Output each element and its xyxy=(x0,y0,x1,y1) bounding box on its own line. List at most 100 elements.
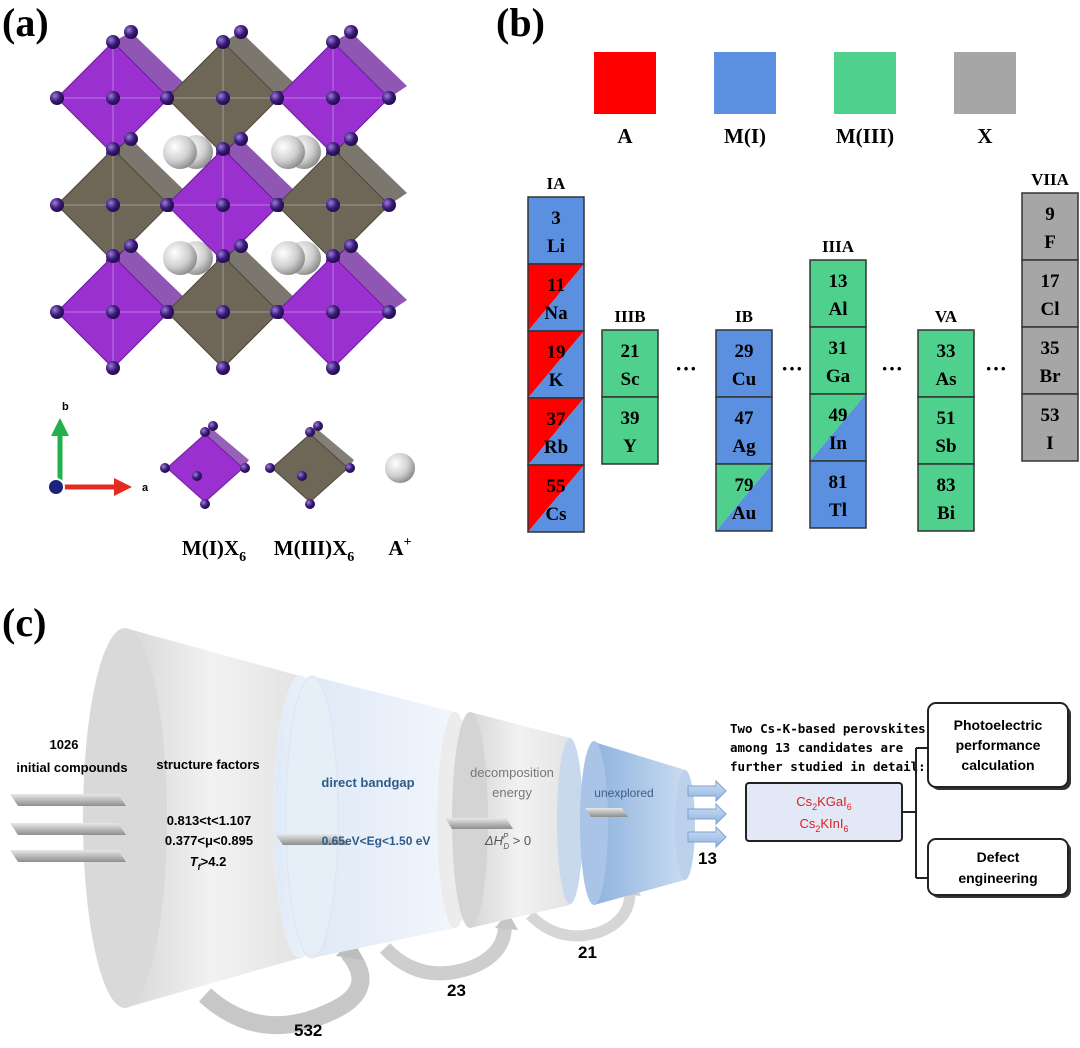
element-number: 11 xyxy=(547,275,565,296)
x-anion-atom xyxy=(50,305,64,319)
x-anion-atom xyxy=(270,198,284,212)
filter-stage-unexplored xyxy=(580,741,695,905)
summary-line-2: among 13 candidates are xyxy=(730,740,904,755)
box-photoelectric: Photoelectric performance calculation xyxy=(927,702,1071,790)
x-anion-atom xyxy=(106,91,120,105)
swatch-label: X xyxy=(977,124,992,148)
x-anion-atom xyxy=(326,198,340,212)
x-anion-atom xyxy=(270,91,284,105)
element-i: 53I xyxy=(1021,393,1079,462)
legend-a-sphere xyxy=(385,453,415,483)
filter-stage-bandgap xyxy=(285,675,473,959)
element-number: 3 xyxy=(551,208,561,229)
legend-label-0: M(I)X6 xyxy=(182,536,246,565)
panel-label-c: (c) xyxy=(2,600,46,645)
group-title: IIIA xyxy=(822,237,855,256)
swatch-a xyxy=(594,52,656,114)
axis-triad: b a xyxy=(47,401,149,496)
element-number: 31 xyxy=(829,338,848,359)
ellipsis: ··· xyxy=(781,356,803,381)
stage2-title: direct bandgap xyxy=(321,775,414,790)
x-anion-atom xyxy=(326,249,340,263)
element-y: 39Y xyxy=(601,396,659,465)
stage1-tf: Tf>4.2 xyxy=(190,854,227,872)
octahedron-miii xyxy=(160,239,297,375)
stage3-title-1: decomposition xyxy=(470,765,554,780)
stage2-range: 0.65eV<Eg<1.50 eV xyxy=(322,834,431,848)
element-number: 35 xyxy=(1041,338,1060,359)
element-number: 17 xyxy=(1041,271,1061,292)
x-anion-atom xyxy=(216,361,230,375)
x-anion-atom xyxy=(106,249,120,263)
box-photoelectric-2: performance xyxy=(956,737,1041,753)
count-13: 13 xyxy=(698,849,717,868)
ellipsis: ··· xyxy=(985,356,1007,381)
x-anion-atom xyxy=(326,35,340,49)
element-symbol: Tl xyxy=(829,500,847,521)
x-anion-atom xyxy=(106,142,120,156)
x-anion-atom xyxy=(106,198,120,212)
group-title: IA xyxy=(547,174,567,193)
axis-a-label: a xyxy=(142,482,149,494)
x-anion-atom xyxy=(382,91,396,105)
candidate-cs2kini6: Cs2KInI6 xyxy=(799,816,848,834)
x-anion-atom xyxy=(160,305,174,319)
a-cation-sphere xyxy=(163,241,197,275)
x-anion-atom xyxy=(124,132,138,146)
element-number: 21 xyxy=(621,341,640,362)
summary: Two Cs-K-based perovskites among 13 cand… xyxy=(730,721,926,774)
octahedron-mi xyxy=(270,239,407,375)
initial-count: 1026 xyxy=(50,737,79,752)
box-photoelectric-3: calculation xyxy=(961,757,1034,773)
axis-b-label: b xyxy=(62,401,69,413)
x-anion-atom xyxy=(270,305,284,319)
x-anion-atom xyxy=(326,142,340,156)
x-anion-atom xyxy=(216,142,230,156)
x-anion-atom xyxy=(106,35,120,49)
output-arrows xyxy=(687,779,727,849)
octahedron-mi xyxy=(160,132,297,268)
element-symbol: Al xyxy=(829,299,848,320)
element-symbol: Au xyxy=(732,503,757,524)
a-cation-sphere xyxy=(271,241,305,275)
element-f: 9F xyxy=(1021,192,1079,261)
element-number: 19 xyxy=(547,342,566,363)
element-number: 79 xyxy=(735,475,754,496)
swatch-x xyxy=(954,52,1016,114)
x-anion-atom xyxy=(50,91,64,105)
element-number: 39 xyxy=(621,408,640,429)
x-anion-atom xyxy=(234,132,248,146)
candidate-cs2kgai6: Cs2KGaI6 xyxy=(796,794,852,812)
x-anion-atom xyxy=(106,361,120,375)
element-symbol: Cs xyxy=(545,504,566,525)
x-anion-atom xyxy=(160,91,174,105)
legend-octahedron-miii xyxy=(265,421,355,509)
x-anion-atom xyxy=(234,239,248,253)
element-number: 55 xyxy=(547,476,566,497)
group-title: IIIB xyxy=(614,307,645,326)
element-k: 19K xyxy=(527,330,585,399)
element-symbol: Ag xyxy=(732,436,756,457)
element-symbol: Ga xyxy=(826,366,851,387)
element-number: 33 xyxy=(937,341,956,362)
x-anion-atom xyxy=(326,91,340,105)
stage3-title-2: energy xyxy=(492,785,532,800)
stage1-title: structure factors xyxy=(156,757,259,772)
legend-label-1: M(III)X6 xyxy=(274,536,355,565)
element-number: 49 xyxy=(829,405,848,426)
